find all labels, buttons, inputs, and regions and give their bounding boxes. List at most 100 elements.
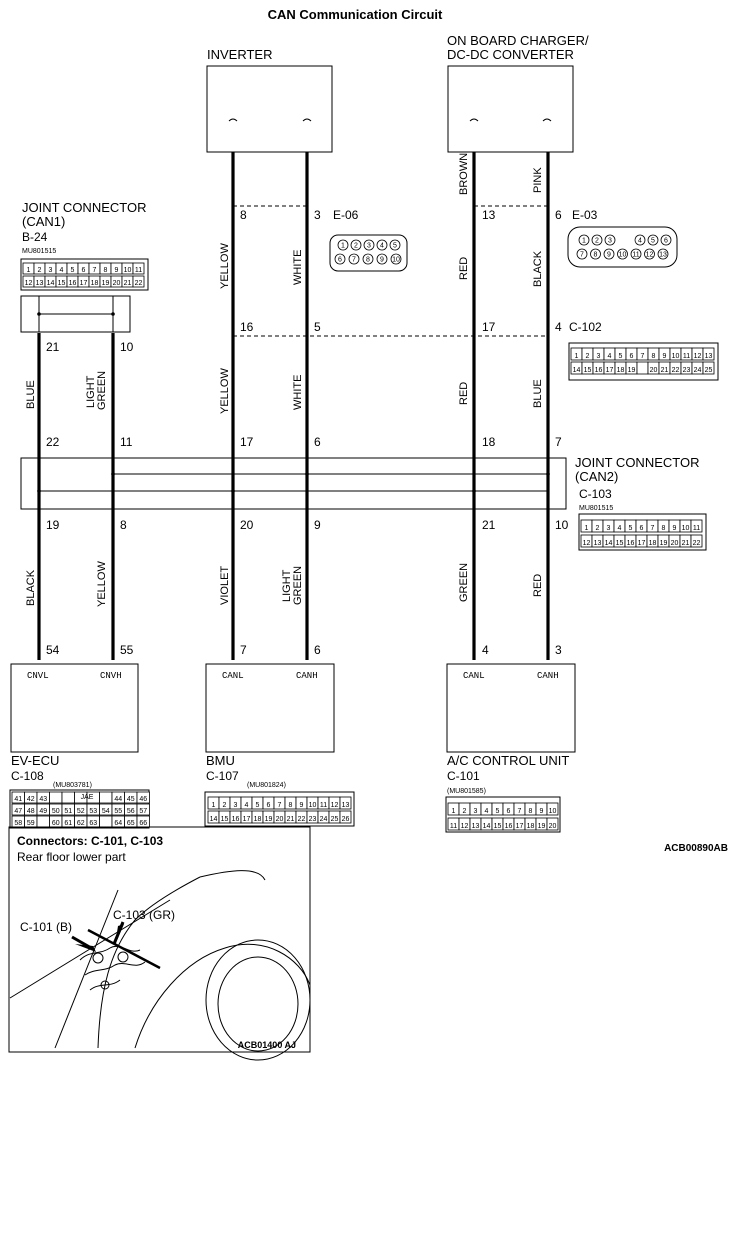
- c108-pin-63: 63: [86, 815, 100, 828]
- c103-pin-2: 2: [591, 519, 604, 533]
- svg-text:48: 48: [27, 808, 35, 815]
- svg-text:41: 41: [14, 796, 22, 803]
- w3-pin-top: 8: [240, 208, 247, 222]
- ev-ecu-module: CNVL CNVH EV-ECU C-108 (MU803781): [10, 663, 139, 789]
- c102-pin-9: 9: [658, 347, 671, 361]
- c103-pin-4: 4: [613, 519, 626, 533]
- svg-text:10: 10: [392, 257, 400, 264]
- svg-text:21: 21: [661, 367, 669, 374]
- c107-pin-2: 2: [218, 796, 231, 810]
- c102-pin-16: 16: [592, 361, 605, 375]
- ev-ecu-name: EV-ECU: [11, 753, 59, 768]
- c108-pin-57: 57: [136, 803, 150, 816]
- c107-pin-16: 16: [229, 810, 242, 824]
- svg-text:51: 51: [64, 808, 72, 815]
- svg-text:5: 5: [619, 353, 623, 360]
- c108-pin-56: 56: [124, 803, 138, 816]
- svg-text:11: 11: [632, 252, 639, 259]
- svg-text:1: 1: [27, 267, 31, 274]
- b24-pin-19: 19: [99, 275, 112, 288]
- can1-title-line2: (CAN1): [22, 214, 65, 229]
- c102-pin-7: 7: [636, 347, 649, 361]
- c101-pin-4: 4: [480, 802, 493, 816]
- svg-text:16: 16: [69, 280, 77, 287]
- svg-text:20: 20: [549, 823, 557, 830]
- e06-pin-3: [363, 239, 375, 251]
- c108-pin-51: 51: [61, 803, 75, 816]
- can1-title-line1: JOINT CONNECTOR: [22, 200, 146, 215]
- c108-pin-60: 60: [49, 815, 63, 828]
- c107-pin-18: 18: [251, 810, 264, 824]
- svg-text:6: 6: [267, 802, 271, 809]
- c101-pin-5: 5: [491, 802, 504, 816]
- c102-pin-17: 17: [603, 361, 616, 375]
- svg-text:4: 4: [60, 267, 64, 274]
- c107-pin-10: 10: [306, 796, 319, 810]
- svg-text:18: 18: [527, 823, 535, 830]
- c108-pin-59: 59: [24, 815, 38, 828]
- svg-text:17: 17: [80, 280, 88, 287]
- svg-text:3: 3: [234, 802, 238, 809]
- c103-pin-22: 22: [690, 534, 703, 548]
- svg-text:17: 17: [638, 540, 646, 547]
- svg-text:22: 22: [672, 367, 680, 374]
- svg-text:1: 1: [582, 238, 586, 245]
- c107-pin-12: 12: [328, 796, 341, 810]
- svg-text:7: 7: [352, 257, 356, 264]
- svg-text:59: 59: [27, 820, 35, 827]
- c103-pin-6: 6: [635, 519, 648, 533]
- svg-text:21: 21: [287, 816, 295, 823]
- e03-pin-9: [603, 248, 615, 260]
- svg-text:10: 10: [309, 802, 317, 809]
- svg-text:45: 45: [127, 796, 135, 803]
- svg-text:2: 2: [595, 238, 599, 245]
- svg-text:19: 19: [660, 540, 668, 547]
- c103-pin-7: 7: [646, 519, 659, 533]
- e03-pin-7: [576, 248, 588, 260]
- svg-text:10: 10: [124, 267, 132, 274]
- b24-pin-2: 2: [33, 262, 46, 275]
- c101-pin-14: 14: [480, 817, 493, 831]
- b24-pin-14: 14: [44, 275, 57, 288]
- ac-pin-l: CANL: [463, 671, 485, 681]
- svg-text:16: 16: [595, 367, 603, 374]
- svg-text:15: 15: [221, 816, 229, 823]
- w4-pin-d: 6: [314, 643, 321, 657]
- e06-pin-1: [337, 239, 349, 251]
- w1-pin-a: 21: [46, 340, 60, 354]
- w5-pin-c: 21: [482, 518, 496, 532]
- e06-pin-4: [376, 239, 388, 251]
- svg-text:52: 52: [77, 808, 85, 815]
- svg-text:63: 63: [89, 820, 97, 827]
- ac-control-unit-module: CANL CANH A/C CONTROL UNIT C-101 (MU8015…: [446, 663, 576, 795]
- svg-text:18: 18: [91, 280, 99, 287]
- svg-text:16: 16: [627, 540, 635, 547]
- w3-color-lower: VIOLET: [219, 566, 231, 605]
- svg-text:17: 17: [243, 816, 251, 823]
- c101-pin-6: 6: [502, 802, 515, 816]
- c102-pin-12: 12: [691, 347, 704, 361]
- b24-pin-13: 13: [33, 275, 46, 288]
- svg-text:8: 8: [594, 252, 598, 259]
- c107-pin-25: 25: [328, 810, 341, 824]
- e03-pin-1: [578, 234, 590, 246]
- inset-callout-c101: C-101 (B): [20, 920, 72, 934]
- w5-color-lower: GREEN: [458, 563, 470, 602]
- c101-pin-11: 11: [447, 817, 460, 831]
- svg-text:3: 3: [607, 525, 611, 532]
- e03-pin-10: [617, 248, 628, 260]
- svg-text:2: 2: [38, 267, 42, 274]
- c103-pin-9: 9: [668, 519, 681, 533]
- svg-text:44: 44: [114, 796, 122, 803]
- c107-pin-11: 11: [317, 796, 330, 810]
- w2-pin-c: 8: [120, 518, 127, 532]
- w4-color-lower-l1: LIGHT: [281, 569, 293, 602]
- c108-pin-52: 52: [74, 803, 88, 816]
- charger-label-line2: DC-DC CONVERTER: [447, 47, 574, 62]
- connector-location-inset: Connectors: C-101, C-103 Rear floor lowe…: [8, 826, 311, 1061]
- w6-pin-c: 10: [555, 518, 569, 532]
- c107-pin-17: 17: [240, 810, 253, 824]
- svg-text:14: 14: [47, 280, 55, 287]
- c101-pin-18: 18: [524, 817, 537, 831]
